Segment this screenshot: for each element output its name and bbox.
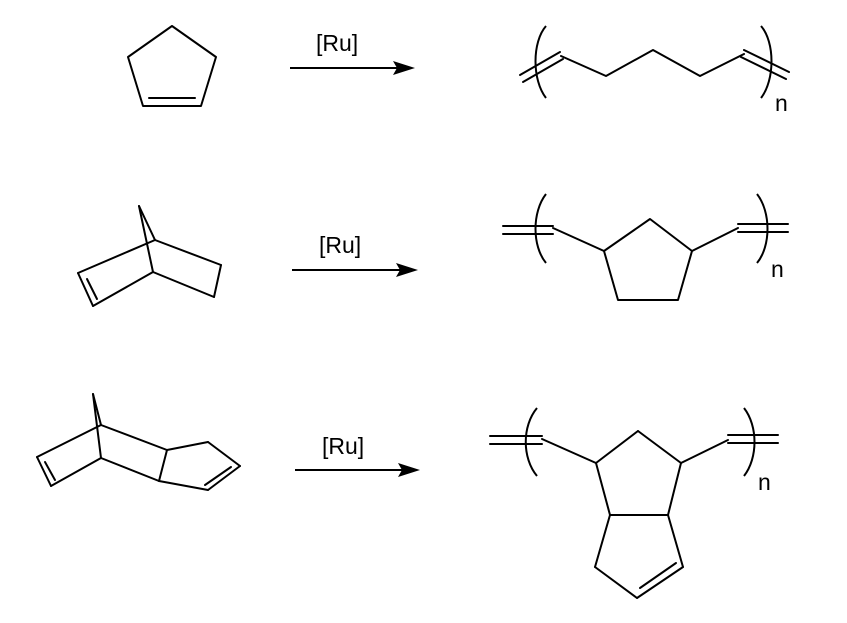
reaction-2: [Ru] n: [77, 193, 789, 307]
reaction-arrow-1: [Ru]: [290, 30, 415, 75]
repeat-subscript-3: n: [758, 469, 771, 495]
repeat-bracket-right: [760, 25, 773, 99]
catalyst-label-1: [Ru]: [316, 30, 358, 56]
repeat-bracket-left: [524, 407, 538, 477]
monomer-dicyclopentadiene: [36, 393, 241, 491]
repeat-bracket-right: [743, 407, 756, 477]
repeat-bracket-left: [534, 25, 547, 99]
monomer-norbornene: [77, 205, 222, 307]
reaction-1: [Ru] n: [127, 25, 790, 116]
polymer-polypentenamer: n: [519, 25, 790, 116]
repeat-bracket-left: [534, 193, 547, 264]
repeat-subscript-1: n: [775, 90, 788, 116]
monomer-cyclopentene: [127, 25, 217, 107]
catalyst-label-2: [Ru]: [319, 232, 361, 258]
catalyst-label-3: [Ru]: [322, 433, 364, 459]
reaction-arrow-2: [Ru]: [292, 232, 418, 277]
polymer-polynorbornene: n: [502, 193, 789, 301]
repeat-bracket-right: [756, 193, 769, 264]
repeat-subscript-2: n: [771, 256, 784, 282]
polymer-polydicyclopentadiene: n: [489, 407, 779, 599]
reaction-arrow-3: [Ru]: [295, 433, 420, 477]
reaction-3: [Ru] n: [36, 393, 779, 599]
